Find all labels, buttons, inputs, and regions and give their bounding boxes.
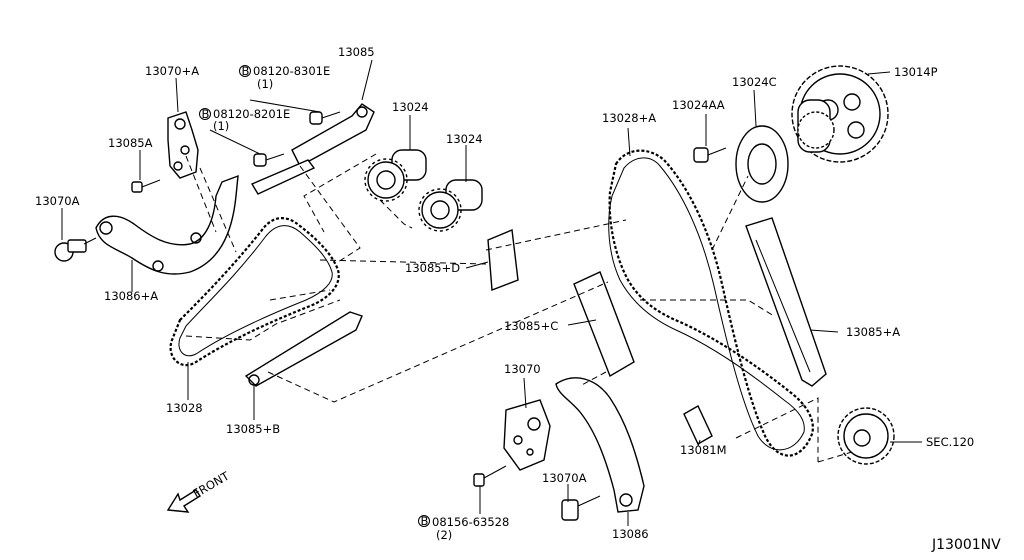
part-13085-a-long-guide bbox=[745, 217, 827, 387]
label-front: FRONT bbox=[191, 468, 233, 500]
svg-text:B: B bbox=[421, 514, 429, 528]
leader-lines bbox=[61, 59, 922, 526]
label-13070a-left: 13070A bbox=[35, 194, 80, 208]
bolt-circle-b-icon: B bbox=[199, 107, 211, 121]
label-08120-8201e-qty: (1) bbox=[213, 119, 229, 133]
part-13085a-bolt bbox=[131, 179, 161, 193]
label-13085: 13085 bbox=[338, 45, 375, 59]
front-arrow-icon bbox=[166, 489, 201, 513]
part-13085-upper-guide bbox=[291, 103, 375, 167]
part-13086-a-chain-guide bbox=[95, 174, 239, 275]
label-13070a-bottom: 13070A bbox=[542, 471, 587, 485]
part-13070a-bottom-bolt bbox=[561, 495, 601, 521]
label-13070: 13070 bbox=[504, 362, 541, 376]
label-13070-a: 13070+A bbox=[145, 64, 199, 78]
label-13085-c: 13085+C bbox=[504, 319, 558, 333]
bolt-circle-b-icon: B bbox=[418, 514, 430, 528]
part-13024c-plate bbox=[735, 125, 789, 203]
diagram-reference-code: J13001NV bbox=[931, 537, 1001, 553]
part-13070-a-upper-tensioner bbox=[167, 111, 199, 179]
part-13028-a-main-chain bbox=[608, 149, 814, 457]
label-13086-a: 13086+A bbox=[104, 289, 158, 303]
part-13024-sprocket-upper bbox=[364, 149, 427, 202]
label-13081m: 13081M bbox=[680, 443, 727, 457]
label-13024-lower: 13024 bbox=[446, 132, 483, 146]
part-bolt-08120-8201e bbox=[253, 153, 285, 167]
label-08120-8201e: 08120-8201E bbox=[213, 107, 290, 121]
label-13014p: 13014P bbox=[894, 65, 938, 79]
label-13024aa: 13024AA bbox=[672, 98, 725, 112]
svg-text:B: B bbox=[202, 107, 210, 121]
part-13086-lower-chain-guide bbox=[555, 377, 645, 513]
part-13028-left-chain bbox=[169, 217, 340, 367]
part-bolt-08120-8301e bbox=[309, 111, 341, 125]
label-13028: 13028 bbox=[166, 401, 203, 415]
part-bolt-08156-63528 bbox=[473, 465, 507, 487]
label-13028-a: 13028+A bbox=[602, 111, 656, 125]
label-08156-63528-qty: (2) bbox=[436, 528, 452, 542]
label-13085-d: 13085+D bbox=[405, 261, 460, 275]
label-13024c: 13024C bbox=[732, 75, 777, 89]
label-08156-63528: 08156-63528 bbox=[432, 515, 509, 529]
assembly-dashed-lines bbox=[185, 153, 853, 463]
svg-text:B: B bbox=[242, 64, 250, 78]
part-sec120-crank-sprocket bbox=[837, 407, 895, 465]
part-13085-d-guide-plate bbox=[487, 228, 519, 291]
label-13085-a: 13085+A bbox=[846, 325, 900, 339]
part-13024-sprocket-lower bbox=[418, 179, 483, 232]
part-13085-b-guide bbox=[244, 311, 363, 387]
label-sec120: SEC.120 bbox=[926, 435, 974, 449]
part-13085-lower-slipper bbox=[250, 159, 316, 195]
part-13081m-pin bbox=[683, 405, 713, 445]
bolt-circle-b-icon: B bbox=[239, 64, 251, 78]
part-13014p-sprocket bbox=[791, 65, 889, 163]
label-13024-upper: 13024 bbox=[392, 100, 429, 114]
part-13024aa-bolt bbox=[693, 147, 727, 163]
part-13070-lower-tensioner bbox=[503, 399, 551, 471]
label-13085-b: 13085+B bbox=[226, 422, 280, 436]
part-13085-c-guide bbox=[573, 271, 635, 378]
label-08120-8301e-qty: (1) bbox=[257, 77, 273, 91]
label-13086: 13086 bbox=[612, 527, 649, 541]
label-13085a: 13085A bbox=[108, 136, 153, 150]
label-08120-8301e: 08120-8301E bbox=[253, 64, 330, 78]
part-13070a-left-bolt bbox=[54, 237, 97, 262]
